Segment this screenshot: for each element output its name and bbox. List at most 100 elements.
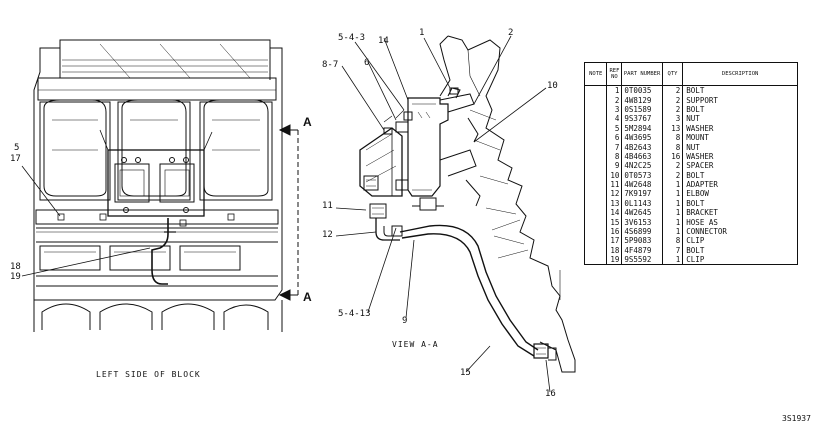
- callout-18: 18: [10, 262, 21, 272]
- description-cell: WASHER: [682, 151, 798, 162]
- part-number-cell: 4N2C25: [621, 161, 663, 171]
- callout-5-left: 5: [14, 143, 20, 153]
- callout-12: 12: [322, 230, 333, 240]
- part-number-cell: 7K9197: [621, 189, 663, 199]
- ref-cell: 10: [606, 170, 623, 180]
- parts-table: NOTE REF NO PART NUMBER QTY DESCRIPTION …: [583, 62, 798, 266]
- callout-1: 1: [419, 28, 425, 38]
- qty-cell: 1: [661, 255, 684, 265]
- callout-8-7: 8-7: [322, 60, 339, 70]
- description-cell: BRACKET: [682, 208, 798, 218]
- ref-cell: 8: [606, 151, 623, 162]
- ref-cell: 2: [606, 95, 623, 105]
- part-number-cell: 9S5592: [621, 255, 663, 265]
- note-cell: [583, 123, 608, 133]
- qty-cell: 1: [661, 189, 684, 199]
- note-cell: [583, 217, 608, 227]
- part-number-cell: 4S6899: [621, 226, 663, 237]
- part-number-cell: 5P9083: [621, 236, 663, 246]
- part-number-cell: 0S1589: [621, 104, 663, 115]
- callout-2: 2: [508, 28, 514, 38]
- section-marker-a-top: A: [303, 115, 312, 129]
- note-cell: [583, 170, 608, 180]
- ref-cell: 3: [606, 104, 623, 115]
- description-cell: CONNECTOR: [682, 226, 798, 237]
- ref-cell: 7: [606, 142, 623, 152]
- ref-cell: 6: [606, 132, 623, 143]
- note-cell: [583, 132, 608, 143]
- note-cell: [583, 104, 608, 115]
- description-cell: HOSE AS: [682, 217, 798, 227]
- view-aa-assembly: [359, 35, 576, 373]
- header-description: DESCRIPTION: [682, 62, 798, 86]
- description-cell: BOLT: [682, 198, 798, 209]
- qty-cell: 2: [661, 95, 684, 105]
- description-cell: WASHER: [682, 123, 798, 133]
- note-cell: [583, 161, 608, 171]
- ref-cell: 18: [606, 245, 623, 256]
- ref-cell: 13: [606, 198, 623, 209]
- qty-cell: 1: [661, 198, 684, 209]
- part-number-cell: 4W2645: [621, 208, 663, 218]
- note-cell: [583, 95, 608, 105]
- ref-cell: 19: [606, 255, 623, 265]
- description-cell: SPACER: [682, 161, 798, 171]
- qty-cell: 8: [661, 142, 684, 152]
- qty-cell: 2: [661, 170, 684, 180]
- qty-cell: 1: [661, 226, 684, 237]
- callout-9: 9: [402, 316, 408, 326]
- note-cell: [583, 151, 608, 162]
- section-marker-a-bottom: A: [303, 290, 312, 304]
- callout-5-4-13: 5-4-13: [338, 309, 371, 319]
- note-cell: [583, 208, 608, 218]
- note-cell: [583, 245, 608, 256]
- view-aa-caption: VIEW A-A: [392, 340, 439, 349]
- callout-17: 17: [10, 154, 21, 164]
- note-cell: [583, 255, 608, 265]
- header-qty: QTY: [661, 62, 684, 86]
- ref-cell: 14: [606, 208, 623, 218]
- note-cell: [583, 142, 608, 152]
- ref-cell: 5: [606, 123, 623, 133]
- callout-14: 14: [378, 36, 389, 46]
- description-cell: BOLT: [682, 104, 798, 115]
- qty-cell: 13: [661, 123, 684, 133]
- qty-cell: 1: [661, 179, 684, 190]
- description-cell: BOLT: [682, 245, 798, 256]
- qty-cell: 2: [661, 85, 684, 96]
- part-number-cell: 0T0035: [621, 85, 663, 96]
- note-cell: [583, 226, 608, 237]
- ref-cell: 1: [606, 85, 623, 96]
- qty-cell: 2: [661, 104, 684, 115]
- note-cell: [583, 236, 608, 246]
- qty-cell: 1: [661, 208, 684, 218]
- callout-16: 16: [545, 389, 556, 399]
- section-line-a: [278, 124, 299, 301]
- note-cell: [583, 114, 608, 124]
- drawing-number: 3S1937: [782, 414, 811, 423]
- note-cell: [583, 179, 608, 190]
- ref-cell: 4: [606, 114, 623, 124]
- part-number-cell: 3V6153: [621, 217, 663, 227]
- qty-cell: 16: [661, 151, 684, 162]
- part-number-cell: 0T0573: [621, 170, 663, 180]
- ref-cell: 9: [606, 161, 623, 171]
- ref-cell: 11: [606, 179, 623, 190]
- parts-table-header: NOTE REF NO PART NUMBER QTY DESCRIPTION: [583, 62, 798, 86]
- description-cell: BOLT: [682, 85, 798, 96]
